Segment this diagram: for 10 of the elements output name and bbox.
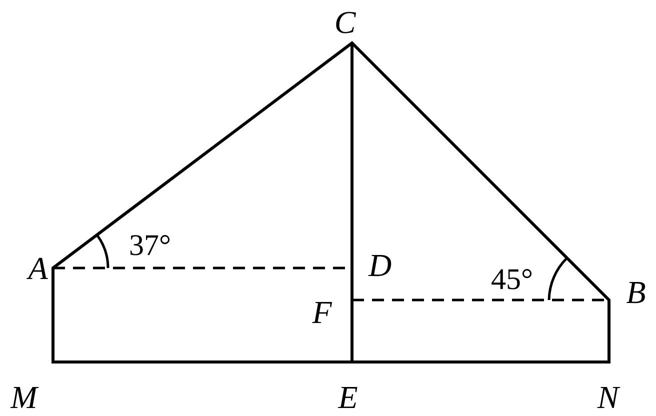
point-label: M	[10, 381, 38, 413]
point-label: C	[334, 6, 356, 38]
point-label: A	[28, 252, 48, 284]
point-label: E	[338, 381, 358, 413]
point-label: F	[312, 296, 332, 328]
point-label: D	[368, 249, 392, 281]
point-label: B	[626, 276, 646, 308]
angle-label: 45°	[491, 265, 533, 295]
angle-label: 37°	[129, 231, 171, 261]
point-label: N	[597, 381, 619, 413]
